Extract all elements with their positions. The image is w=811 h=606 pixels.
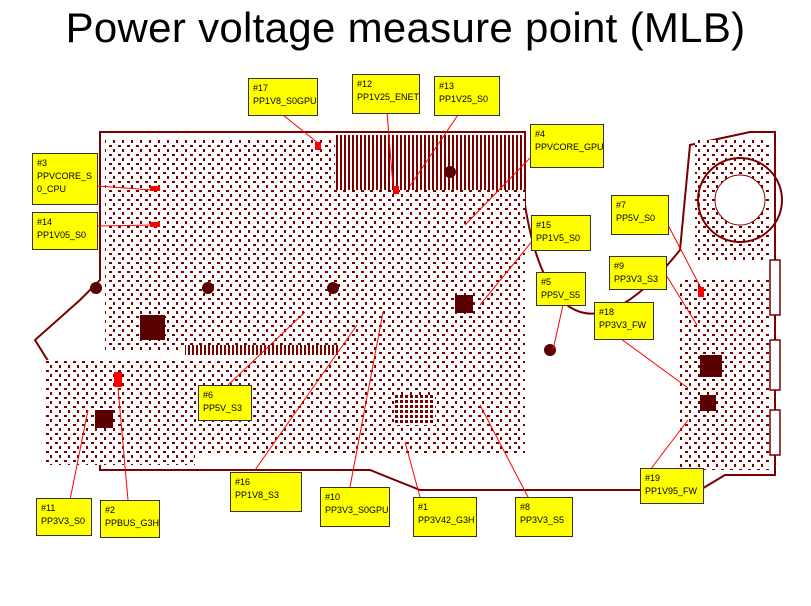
- callout-10-net: PP3V3_S0GPU: [325, 505, 389, 515]
- callout-19-net: PP1V95_FW: [645, 486, 698, 496]
- callout-7-num: #7: [616, 200, 627, 210]
- callout-13-num: #13: [439, 81, 455, 91]
- callout-5-net: PP5V_S5: [541, 290, 581, 300]
- callout-11-net: PP3V3_S0: [41, 516, 86, 526]
- callout-18-net: PP3V3_FW: [599, 320, 647, 330]
- diagram-title: Power voltage measure point (MLB): [65, 4, 746, 51]
- marker-gpu-1v8: [315, 142, 321, 150]
- callout-16-num: #16: [235, 477, 251, 487]
- right-connector-3: [769, 409, 781, 456]
- callout-2-num: #2: [105, 505, 116, 515]
- board-area-top: [335, 135, 525, 190]
- callout-6-num: #6: [203, 390, 214, 400]
- marker-cpu: [150, 186, 160, 191]
- callout-9-net: PP3V3_S3: [614, 274, 659, 284]
- callout-7-net: PP5V_S0: [616, 213, 656, 223]
- callout-3-num: #3: [37, 158, 48, 168]
- callout-18-num: #18: [599, 307, 615, 317]
- callout-17-num: #17: [253, 83, 269, 93]
- callout-9-num: #9: [614, 261, 625, 271]
- callout-14-num: #14: [37, 217, 53, 227]
- callout-14-net: PP1V05_S0: [37, 230, 87, 240]
- callout-6-net: PP5V_S3: [203, 403, 243, 413]
- callout-3-net: PPVCORE_S: [37, 171, 93, 181]
- chip-bottom-left: [95, 410, 113, 428]
- chip-fw: [700, 355, 722, 377]
- callout-3-net2: 0_CPU: [37, 184, 67, 194]
- callout-1-num: #1: [418, 502, 429, 512]
- callout-8-num: #8: [520, 502, 531, 512]
- callout-2-net: PPBUS_G3H: [105, 518, 160, 528]
- mount-hole-2: [327, 282, 339, 294]
- callout-12-num: #12: [357, 79, 373, 89]
- callout-12-net: PP1V25_ENET: [357, 92, 420, 102]
- callout-16-net: PP1V8_S3: [235, 490, 280, 500]
- board-area-right: [680, 280, 770, 470]
- marker-ppbus: [114, 372, 122, 387]
- fan-hub: [714, 174, 766, 226]
- callout-10-num: #10: [325, 492, 341, 502]
- marker-pp5v: [698, 287, 704, 297]
- callout-15-num: #15: [536, 220, 552, 230]
- callout-4-net: PPVCORE_GPU: [535, 142, 604, 152]
- chip-gpu: [395, 395, 435, 425]
- marker-enet: [393, 186, 399, 194]
- chip-center-1: [455, 295, 473, 313]
- callout-17-net: PP1V8_S0GPU: [253, 96, 317, 106]
- board-area-left: [105, 140, 335, 350]
- chip-cpu-area: [140, 315, 165, 340]
- right-connector-1: [769, 259, 781, 316]
- mount-hole-4: [544, 344, 556, 356]
- callout-8-net: PP3V3_S5: [520, 515, 565, 525]
- callout-5-num: #5: [541, 277, 552, 287]
- mount-hole-1: [202, 282, 214, 294]
- callout-11-num: #11: [41, 503, 56, 513]
- fan-ring: [697, 157, 783, 243]
- callout-13-net: PP1V25_S0: [439, 94, 489, 104]
- chip-small-1: [700, 395, 716, 411]
- ram-slot: [185, 345, 340, 355]
- marker-pp1v05: [150, 222, 160, 227]
- right-connector-2: [769, 339, 781, 391]
- mount-hole-5: [90, 282, 102, 294]
- callout-1-net: PP3V42_G3H: [418, 515, 475, 525]
- callout-19-num: #19: [645, 473, 661, 483]
- callout-4-num: #4: [535, 129, 546, 139]
- mount-hole-3: [444, 166, 456, 178]
- callout-15-net: PP1V5_S0: [536, 233, 581, 243]
